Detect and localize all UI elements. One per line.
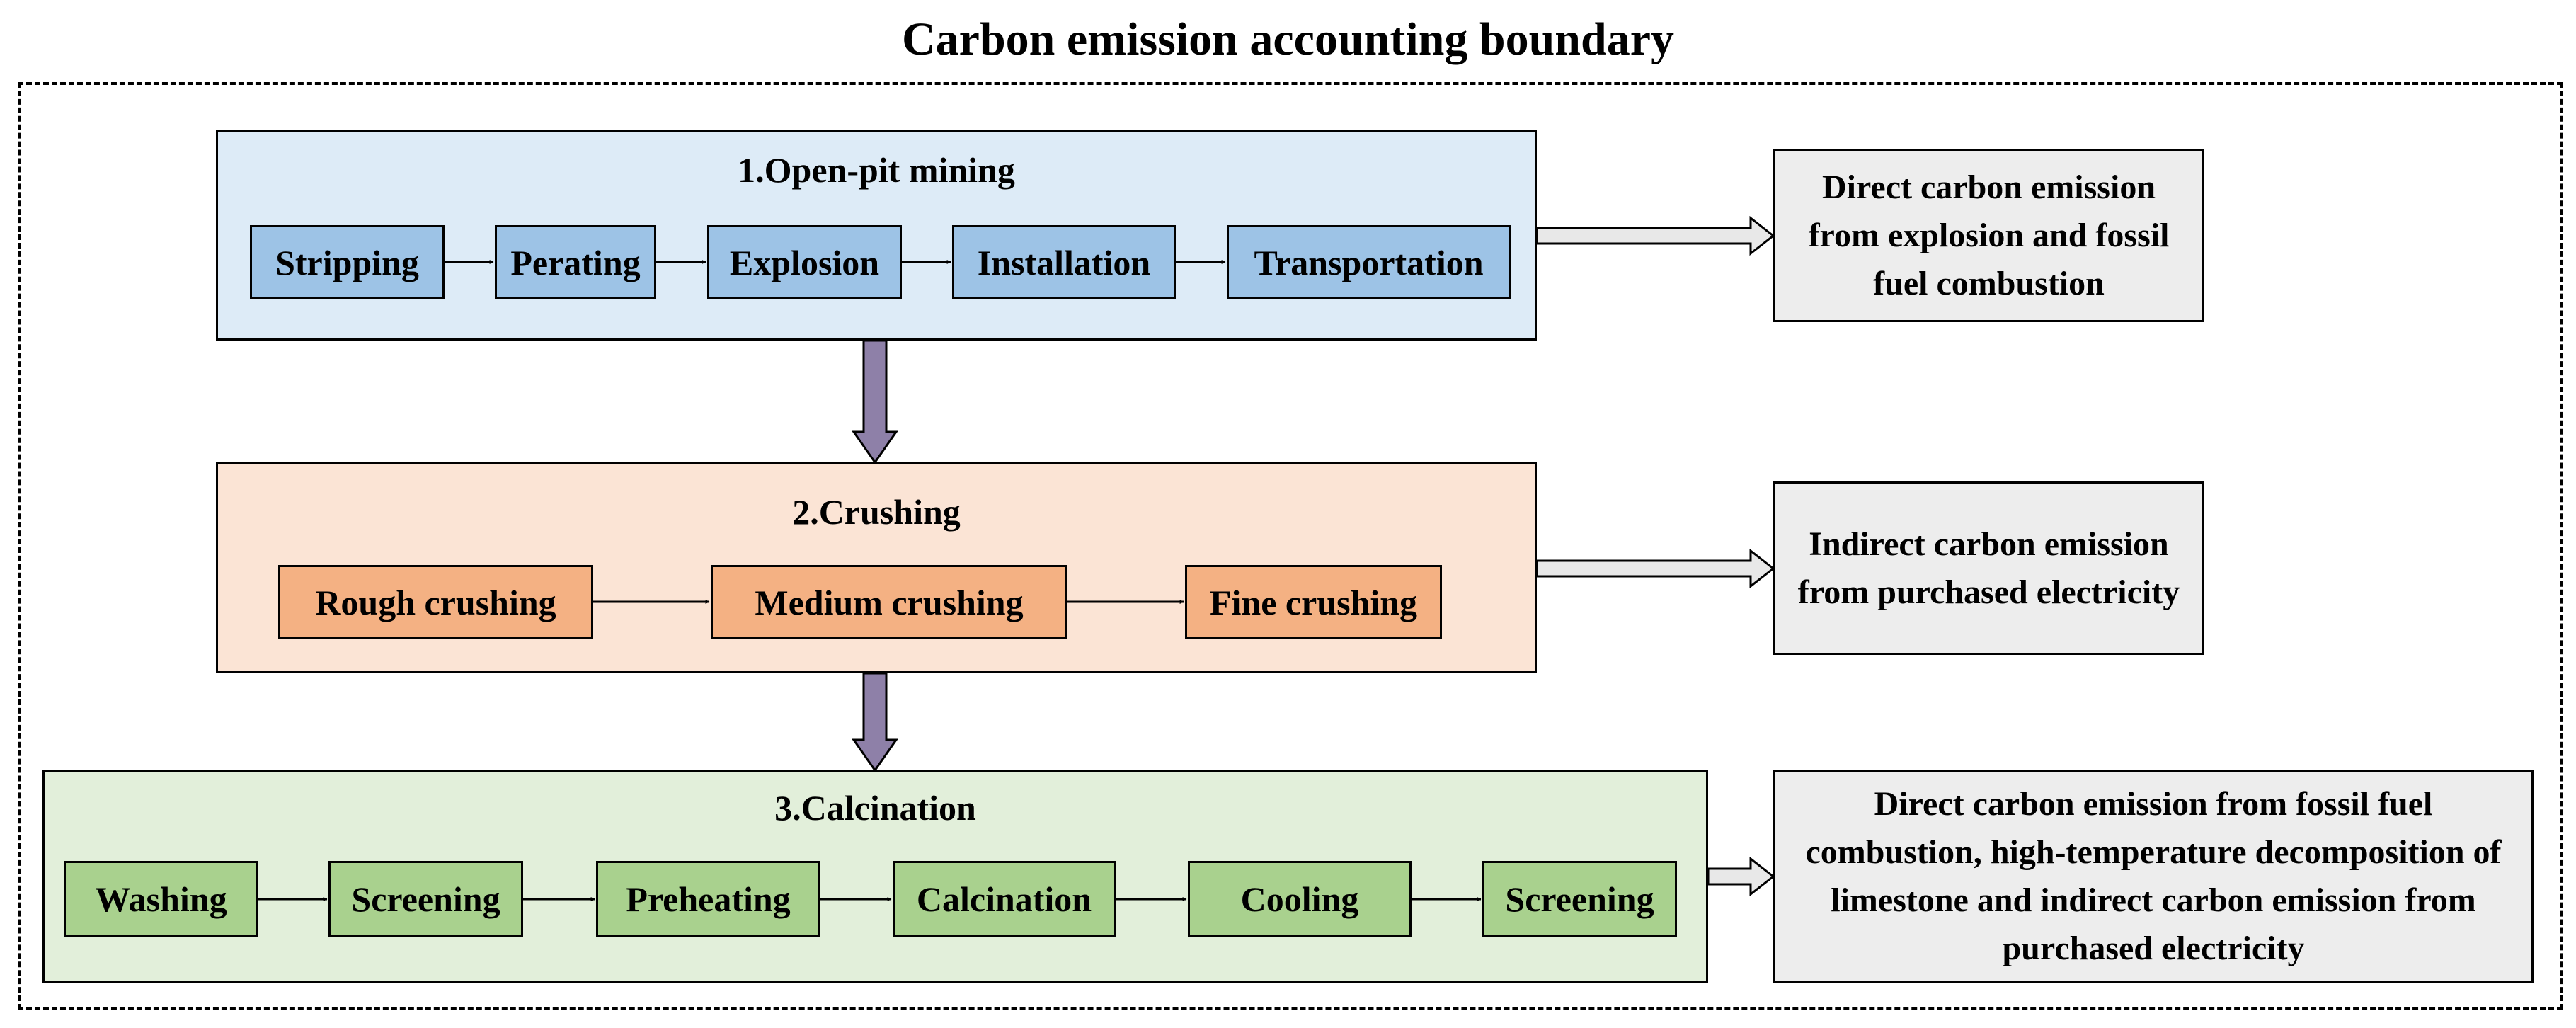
stage-flow-arrow — [852, 339, 898, 464]
stage-title: 1.Open-pit mining — [738, 150, 1015, 190]
step-preheating: Preheating — [596, 861, 820, 937]
emission-arrow — [1535, 548, 1775, 589]
output-stage-3-emissions: Direct carbon emission from fossil fuel … — [1773, 770, 2534, 983]
output-stage-1-emissions: Direct carbon emission from explosion an… — [1773, 149, 2204, 322]
step-explosion: Explosion — [707, 225, 902, 299]
step-washing: Washing — [64, 861, 258, 937]
step-calcination: Calcination — [893, 861, 1116, 937]
step-transportation: Transportation — [1227, 225, 1511, 299]
step-screening: Screening — [328, 861, 523, 937]
emission-arrow — [1707, 856, 1775, 897]
stage-calcination — [42, 770, 1708, 983]
step-screening: Screening — [1482, 861, 1677, 937]
diagram-title: Carbon emission accounting boundary — [901, 13, 1675, 65]
step-fine-crushing: Fine crushing — [1185, 565, 1442, 639]
stage-flow-arrow — [852, 672, 898, 772]
step-stripping: Stripping — [250, 225, 445, 299]
accounting-boundary — [18, 82, 2563, 1010]
emission-arrow — [1535, 215, 1775, 256]
step-rough-crushing: Rough crushing — [278, 565, 593, 639]
stage-title: 3.Calcination — [774, 788, 976, 828]
stage-title: 2.Crushing — [792, 492, 961, 532]
step-cooling: Cooling — [1188, 861, 1412, 937]
step-perating: Perating — [495, 225, 656, 299]
output-stage-2-emissions: Indirect carbon emission from purchased … — [1773, 481, 2204, 655]
step-installation: Installation — [952, 225, 1176, 299]
step-medium-crushing: Medium crushing — [711, 565, 1067, 639]
